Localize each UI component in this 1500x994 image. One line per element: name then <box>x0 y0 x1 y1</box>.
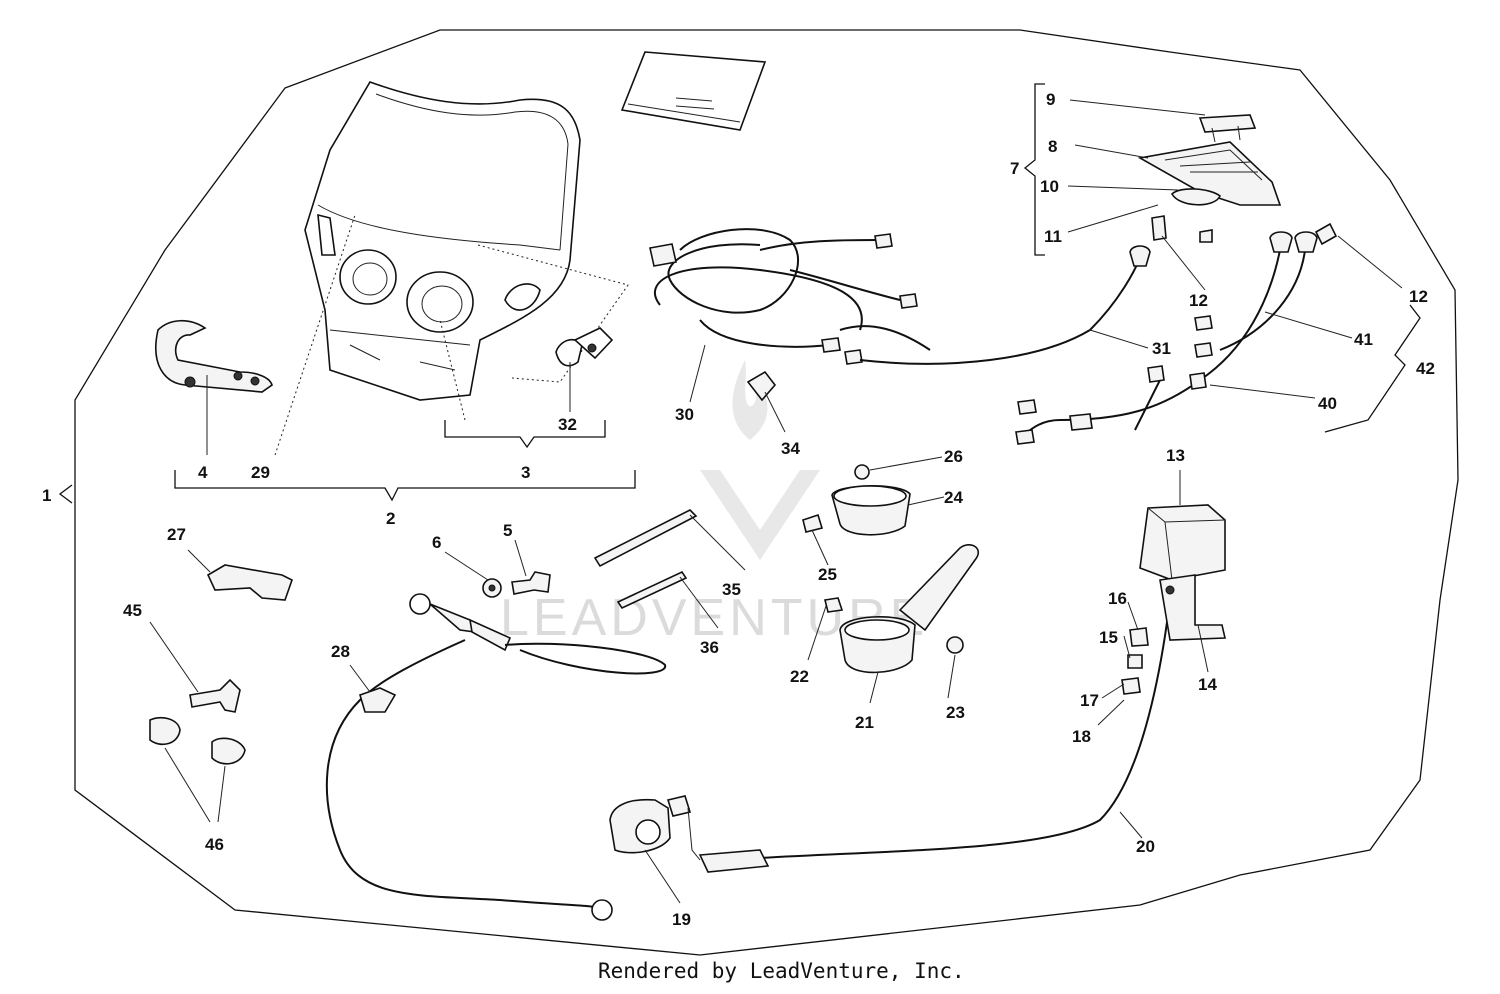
callout-15: 15 <box>1099 628 1118 647</box>
callout-34: 34 <box>781 439 800 458</box>
callout-1: 1 <box>42 486 51 505</box>
clip-34 <box>746 370 777 402</box>
callout-36: 36 <box>700 638 719 657</box>
assembly-boundary <box>74 29 1459 956</box>
bracket-27 <box>206 564 293 601</box>
socket-12a <box>1151 215 1167 241</box>
callout-29: 29 <box>251 463 270 482</box>
callout-12a: 12 <box>1189 291 1208 310</box>
manual-card <box>620 51 767 131</box>
callout-45: 45 <box>123 601 142 620</box>
callout-17: 17 <box>1080 691 1099 710</box>
grommet-12a <box>1129 245 1151 267</box>
callout-40: 40 <box>1318 394 1337 413</box>
callout-8: 8 <box>1048 137 1057 156</box>
callout-5: 5 <box>503 521 512 540</box>
footer-credit: Rendered by LeadVenture, Inc. <box>598 959 965 983</box>
rear-harness <box>1015 231 1318 445</box>
leader-lines <box>149 99 1403 904</box>
cable-tie-35 <box>593 509 698 568</box>
callout-2: 2 <box>386 509 395 528</box>
callout-46: 46 <box>205 835 224 854</box>
callout-18: 18 <box>1072 727 1091 746</box>
meter-unit <box>1121 504 1226 695</box>
callout-24: 24 <box>944 488 963 507</box>
callout-30: 30 <box>675 405 694 424</box>
callout-6: 6 <box>432 533 441 552</box>
callout-4: 4 <box>198 463 208 482</box>
cable-tie-36 <box>616 570 688 610</box>
wiring-harness <box>649 228 931 365</box>
tacho-cable <box>609 599 1171 873</box>
callout-28: 28 <box>331 642 350 661</box>
callout-27: 27 <box>167 525 186 544</box>
bolt-nut <box>482 571 551 598</box>
callout-22: 22 <box>790 667 809 686</box>
callout-31: 31 <box>1152 339 1171 358</box>
callout-12b: 12 <box>1409 287 1428 306</box>
tail-light <box>1137 114 1338 246</box>
callout-16: 16 <box>1108 589 1127 608</box>
callout-21: 21 <box>855 713 874 732</box>
handlebar-clamp <box>824 544 980 674</box>
clamp-24 <box>802 464 911 536</box>
clamp-set <box>149 678 246 765</box>
callout-20: 20 <box>1136 837 1155 856</box>
callout-35: 35 <box>722 580 741 599</box>
callout-labels: 1 2 3 4 5 6 7 8 9 10 11 12 12 13 14 15 1… <box>42 90 1435 929</box>
headlight-bulb <box>477 244 629 383</box>
callout-14: 14 <box>1198 675 1217 694</box>
speedometer-cable <box>325 593 667 921</box>
headlight-cowl <box>304 81 581 401</box>
callout-7: 7 <box>1010 159 1019 178</box>
callout-42a: 42 <box>1416 359 1435 378</box>
callout-9: 9 <box>1046 90 1055 109</box>
callout-23: 23 <box>946 703 965 722</box>
callout-26: 26 <box>944 447 963 466</box>
cowl-bracket <box>155 319 273 393</box>
callout-10: 10 <box>1040 177 1059 196</box>
callout-32: 32 <box>558 415 577 434</box>
wire-31 <box>859 257 1141 365</box>
callout-3: 3 <box>521 463 530 482</box>
group-brackets <box>58 83 1421 504</box>
callout-11: 11 <box>1044 227 1062 246</box>
callout-19: 19 <box>672 910 691 929</box>
callout-25: 25 <box>818 565 837 584</box>
callout-13: 13 <box>1166 446 1185 465</box>
callout-41: 41 <box>1354 330 1373 349</box>
